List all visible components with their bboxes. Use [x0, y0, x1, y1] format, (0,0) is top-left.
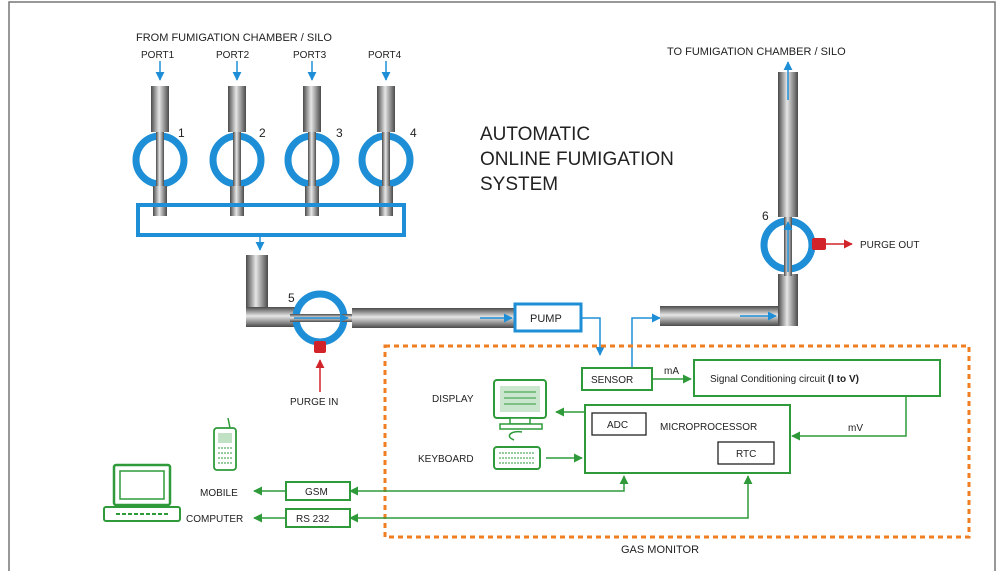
rs232-to-mp-line [349, 475, 753, 523]
port-4: PORT4 4 [358, 50, 417, 216]
adc-box [591, 412, 647, 436]
valve-4-number: 4 [410, 126, 417, 140]
inlet-pipe [246, 255, 296, 327]
valve-1-number: 1 [178, 126, 185, 140]
port-2: PORT2 2 [209, 50, 266, 216]
pump-inlet-pipe [352, 308, 515, 328]
purge-in-label: PURGE IN [290, 397, 338, 408]
rs232-label: RS 232 [296, 514, 330, 525]
chamber-return-pipe [778, 72, 798, 217]
mv-label: mV [848, 423, 863, 434]
diagram-title-line-1: AUTOMATIC [480, 124, 590, 145]
gsm-to-mp-line [349, 475, 629, 496]
manifold [136, 203, 406, 237]
display-label: DISPLAY [432, 394, 474, 405]
sensor-label: SENSOR [591, 375, 633, 386]
keyboard-label: KEYBOARD [418, 454, 474, 465]
adc-label: ADC [607, 420, 628, 431]
valve-2-number: 2 [259, 126, 266, 140]
signal-conditioning-box [693, 359, 941, 397]
pump-to-sensor-line [581, 317, 605, 356]
pump-label: PUMP [530, 313, 562, 325]
computer-icon [103, 463, 181, 522]
pump-box [513, 302, 583, 333]
ma-label: mA [664, 366, 679, 377]
valve-6-number: 6 [762, 209, 769, 223]
purge-out-label: PURGE OUT [860, 240, 919, 251]
port-4-label: PORT4 [368, 50, 402, 61]
valve-3-number: 3 [336, 126, 343, 140]
signal-conditioning-bold: (I to V) [828, 374, 859, 385]
gas-monitor-label: GAS MONITOR [621, 544, 699, 556]
valve-6: 6 PURGE OUT [760, 209, 919, 276]
outer-frame [8, 1, 996, 571]
signal-conditioning-text: Signal Conditioning circuit [710, 374, 828, 385]
valve-5: 5 PURGE IN [288, 290, 352, 408]
port-3-label: PORT3 [293, 50, 327, 61]
mobile-label: MOBILE [200, 488, 238, 499]
valve-5-number: 5 [288, 291, 295, 305]
microprocessor-label: MICROPROCESSOR [660, 422, 757, 433]
signal-conditioning-label: Signal Conditioning circuit (I to V) [710, 374, 859, 385]
diagram-title-line-2: ONLINE FUMIGATION [480, 149, 674, 170]
diagram-title-line-3: SYSTEM [480, 174, 558, 195]
sensor-to-outlet-line [631, 313, 661, 368]
port-1: PORT1 1 [132, 50, 188, 216]
port-3: PORT3 3 [284, 50, 343, 216]
port-2-label: PORT2 [216, 50, 250, 61]
from-chamber-label: FROM FUMIGATION CHAMBER / SILO [136, 32, 332, 44]
rtc-box [717, 441, 775, 465]
mobile-phone-icon [213, 417, 237, 471]
to-chamber-label: TO FUMIGATION CHAMBER / SILO [667, 46, 846, 58]
keyboard-icon [493, 430, 541, 470]
gsm-label: GSM [305, 487, 328, 498]
mv-line [791, 396, 907, 441]
display-icon [493, 379, 547, 430]
outlet-pipe [660, 274, 798, 326]
rtc-label: RTC [736, 449, 756, 460]
port-1-label: PORT1 [141, 50, 175, 61]
gas-monitor-border [383, 344, 971, 539]
computer-label: COMPUTER [186, 514, 243, 525]
